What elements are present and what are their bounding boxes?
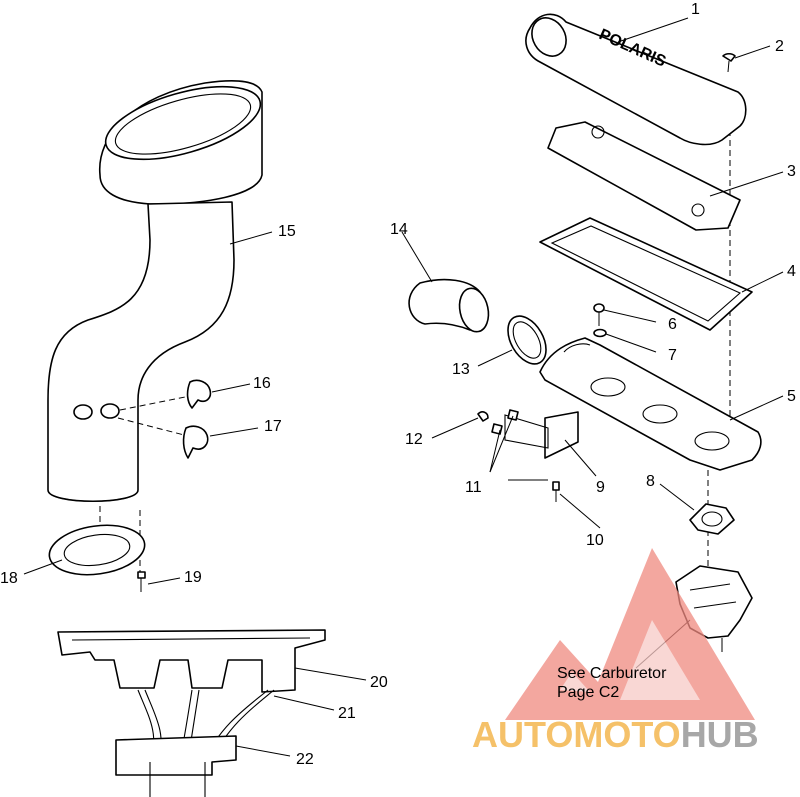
callout-labels: 1 2 3 4 5 6 7 8 9 10 11 12 13 14 15 16 1… xyxy=(0,1,796,768)
callout-4: 4 xyxy=(787,263,796,280)
callout-12: 12 xyxy=(405,431,423,448)
callout-2: 2 xyxy=(775,38,784,55)
callout-3: 3 xyxy=(787,163,796,180)
callout-18: 18 xyxy=(0,570,18,587)
clamp-13 xyxy=(507,315,547,365)
bolt-6 xyxy=(593,303,605,326)
callout-19: 19 xyxy=(184,569,202,586)
watermark-logo xyxy=(505,548,755,720)
grommet-17 xyxy=(182,425,209,459)
carburetor-reference-note: See Carburetor Page C2 xyxy=(557,665,667,701)
watermark-moto: MOTO xyxy=(573,714,680,755)
watermark-hub: HUB xyxy=(681,714,759,755)
callout-16: 16 xyxy=(253,375,271,392)
note-line-1: See Carburetor xyxy=(557,665,667,682)
callout-6: 6 xyxy=(668,316,677,333)
screw-2 xyxy=(722,52,736,73)
fitting-block-22 xyxy=(115,735,237,797)
callout-13: 13 xyxy=(452,361,470,378)
callout-22: 22 xyxy=(296,751,314,768)
filter-element-3 xyxy=(547,121,741,231)
screw-12 xyxy=(477,411,489,422)
callout-20: 20 xyxy=(370,674,388,691)
callout-10: 10 xyxy=(586,532,604,549)
screw-10 xyxy=(552,481,560,502)
airbox-cover-1: POLARIS xyxy=(525,13,747,146)
duct-elbow-14 xyxy=(408,278,490,333)
callout-17: 17 xyxy=(264,418,282,435)
watermark-text: AUTOMOTOHUB xyxy=(472,714,759,755)
gasket-4 xyxy=(539,217,753,331)
note-line-2: Page C2 xyxy=(557,684,619,701)
washer-7 xyxy=(593,328,607,338)
callout-8: 8 xyxy=(646,473,655,490)
callout-14: 14 xyxy=(390,221,408,238)
carb-gasket-8 xyxy=(689,503,735,535)
leader-lines xyxy=(23,17,784,757)
airbox-base-5 xyxy=(539,337,762,471)
callout-15: 15 xyxy=(278,223,296,240)
intake-duct xyxy=(47,80,263,502)
bracket-9 xyxy=(504,411,579,459)
callout-9: 9 xyxy=(596,479,605,496)
grommet-16 xyxy=(186,379,212,409)
screw-19 xyxy=(137,571,146,592)
gasket-ring-18 xyxy=(48,506,146,576)
callout-21: 21 xyxy=(338,705,356,722)
watermark-wordmark: AUTOMOTOHUB xyxy=(472,714,759,755)
callout-11: 11 xyxy=(465,479,482,496)
watermark-auto: AUTO xyxy=(472,714,573,755)
callout-5: 5 xyxy=(787,388,796,405)
callout-7: 7 xyxy=(668,347,677,364)
intake-manifold-20 xyxy=(57,629,326,693)
callout-1: 1 xyxy=(691,1,700,18)
